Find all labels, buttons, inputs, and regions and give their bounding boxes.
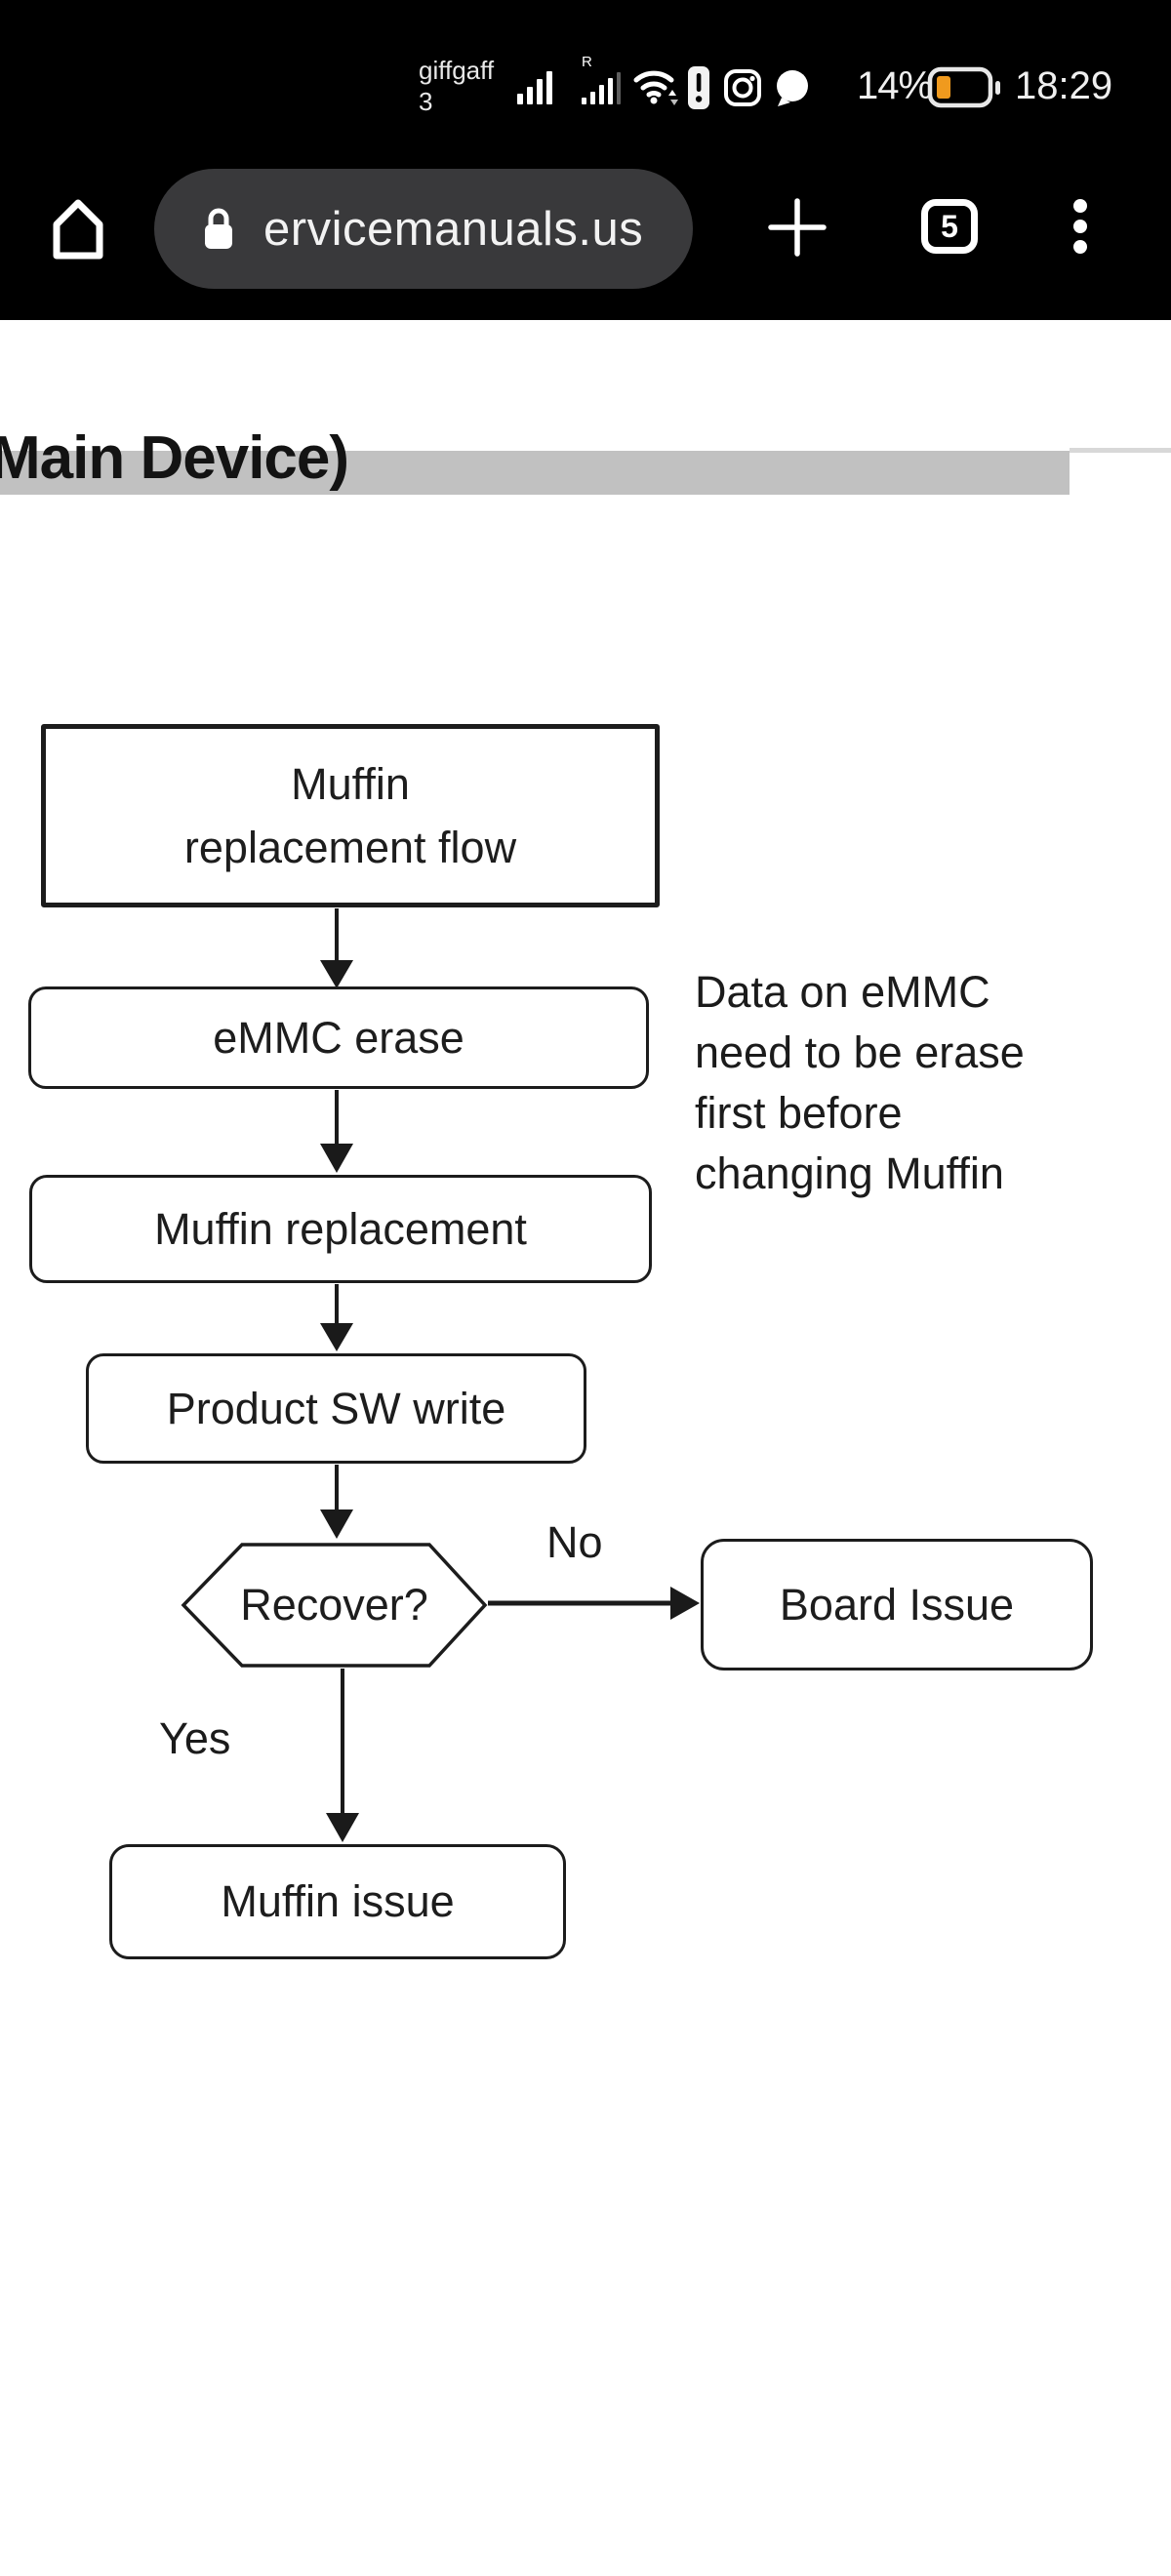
flow-node-decision: Recover?	[181, 1542, 488, 1669]
flow-node-emmc-erase: eMMC erase	[28, 986, 649, 1089]
arrow-decision-to-board	[488, 1587, 700, 1620]
flow-node-start: Muffin replacement flow	[41, 724, 660, 907]
arrow-start-to-emmc	[320, 908, 353, 988]
flow-node-product-sw-write: Product SW write	[86, 1353, 586, 1464]
decision-hexagon-shape	[181, 1543, 488, 1668]
arrow-emmc-to-replacement	[320, 1090, 353, 1173]
heading-highlight-bar	[0, 451, 1070, 495]
carrier-label: giffgaff 3	[419, 56, 495, 116]
arrow-replacement-to-swwrite	[320, 1284, 353, 1351]
signal-roaming-icon: R	[582, 54, 621, 104]
home-icon[interactable]	[45, 193, 111, 263]
new-tab-icon[interactable]	[768, 198, 827, 257]
lock-icon	[205, 208, 232, 249]
decision-label: Recover?	[240, 1580, 428, 1630]
camera-app-icon	[724, 69, 761, 106]
battery-icon	[927, 66, 1000, 108]
edge-label-yes: Yes	[159, 1713, 231, 1763]
flow-node-board-issue: Board Issue	[701, 1539, 1093, 1670]
arrow-decision-to-muffin-issue	[326, 1669, 359, 1842]
flow-node-muffin-replacement: Muffin replacement	[29, 1175, 652, 1283]
url-bar[interactable]: ervicemanuals.us	[154, 169, 693, 289]
arrow-swwrite-to-decision	[320, 1465, 353, 1539]
wifi-icon	[633, 70, 678, 105]
edge-label-no: No	[546, 1517, 603, 1567]
flowchart-side-note: Data on eMMC need to be erase first befo…	[695, 967, 1025, 1198]
url-text: ervicemanuals.us	[263, 202, 644, 256]
tab-count: 5	[941, 208, 958, 244]
svg-text:R: R	[582, 54, 592, 70]
chat-bubble-icon	[777, 70, 808, 106]
browser-menu-icon[interactable]	[1072, 199, 1088, 254]
page-title: Main Device)	[0, 424, 349, 492]
tab-counter-button[interactable]: 5	[921, 199, 978, 254]
alert-icon	[688, 66, 709, 109]
clock: 18:29	[1015, 64, 1113, 107]
browser-header: giffgaff 3 R	[0, 0, 1171, 320]
battery-level-fill	[937, 76, 950, 99]
heading-rule	[1070, 448, 1171, 453]
battery-percent: 14%	[857, 64, 933, 107]
flow-node-muffin-issue: Muffin issue	[109, 1844, 566, 1959]
signal-strength-icon	[517, 71, 552, 104]
